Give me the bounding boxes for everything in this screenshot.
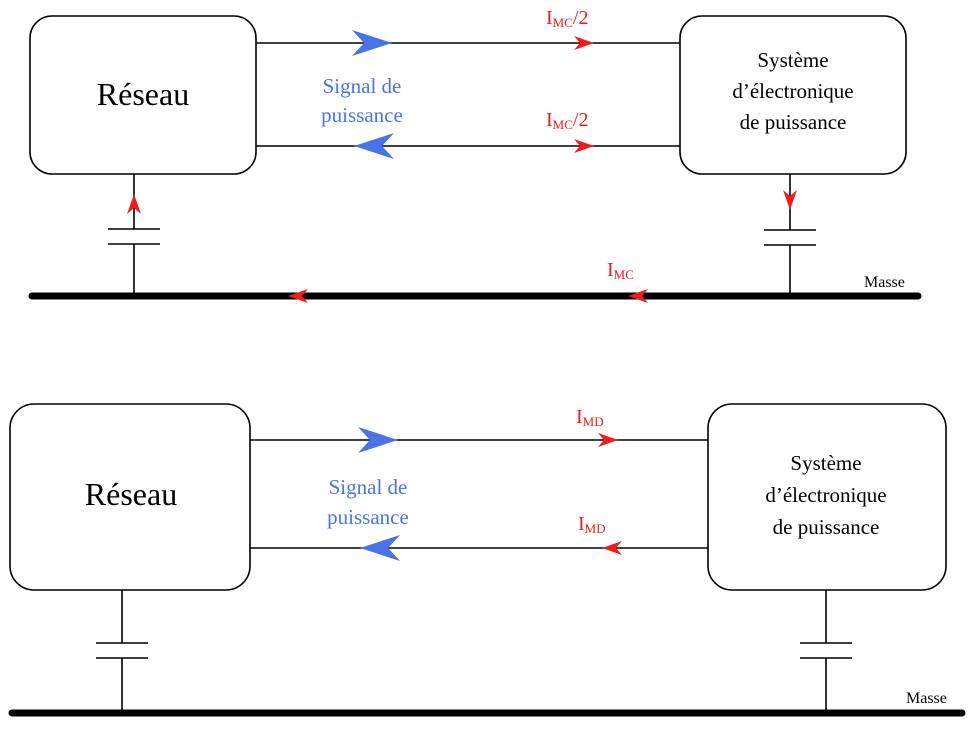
current-label-bottom-2: IMD bbox=[578, 513, 606, 536]
power-electronics-label-2-line2: d’électronique bbox=[765, 483, 886, 507]
current-label-top-2: IMD bbox=[576, 406, 604, 429]
network-label-2: Réseau bbox=[85, 476, 177, 512]
network-box bbox=[29, 15, 257, 175]
ground-current-label: IMC bbox=[607, 259, 634, 282]
signal-label-2-line1: Signal de bbox=[329, 475, 408, 499]
signal-label-line1: Signal de bbox=[323, 74, 402, 98]
power-electronics-box-2 bbox=[707, 403, 947, 591]
ground-label-2: Masse bbox=[906, 690, 947, 707]
power-electronics-label-line2: d’électronique bbox=[732, 79, 853, 103]
power-electronics-label-2-line3: de puissance bbox=[773, 515, 880, 539]
current-label-bottom: IMC/2 bbox=[546, 109, 588, 132]
power-electronics-label-line3: de puissance bbox=[740, 110, 847, 134]
network-box-2 bbox=[9, 403, 251, 591]
power-electronics-box bbox=[679, 15, 907, 175]
differential-mode-diagram: Réseau Système d’électronique de puissan… bbox=[8, 403, 966, 717]
network-label: Réseau bbox=[97, 76, 189, 112]
common-mode-diagram: Réseau Système d’électronique de puissan… bbox=[28, 7, 922, 303]
ground-label: Masse bbox=[864, 274, 905, 291]
current-label-top: IMC/2 bbox=[546, 7, 588, 30]
signal-label-2-line2: puissance bbox=[327, 505, 409, 529]
power-electronics-label-line1: Système bbox=[757, 48, 828, 72]
power-electronics-label-2-line1: Système bbox=[790, 451, 861, 475]
signal-label-line2: puissance bbox=[321, 103, 403, 127]
